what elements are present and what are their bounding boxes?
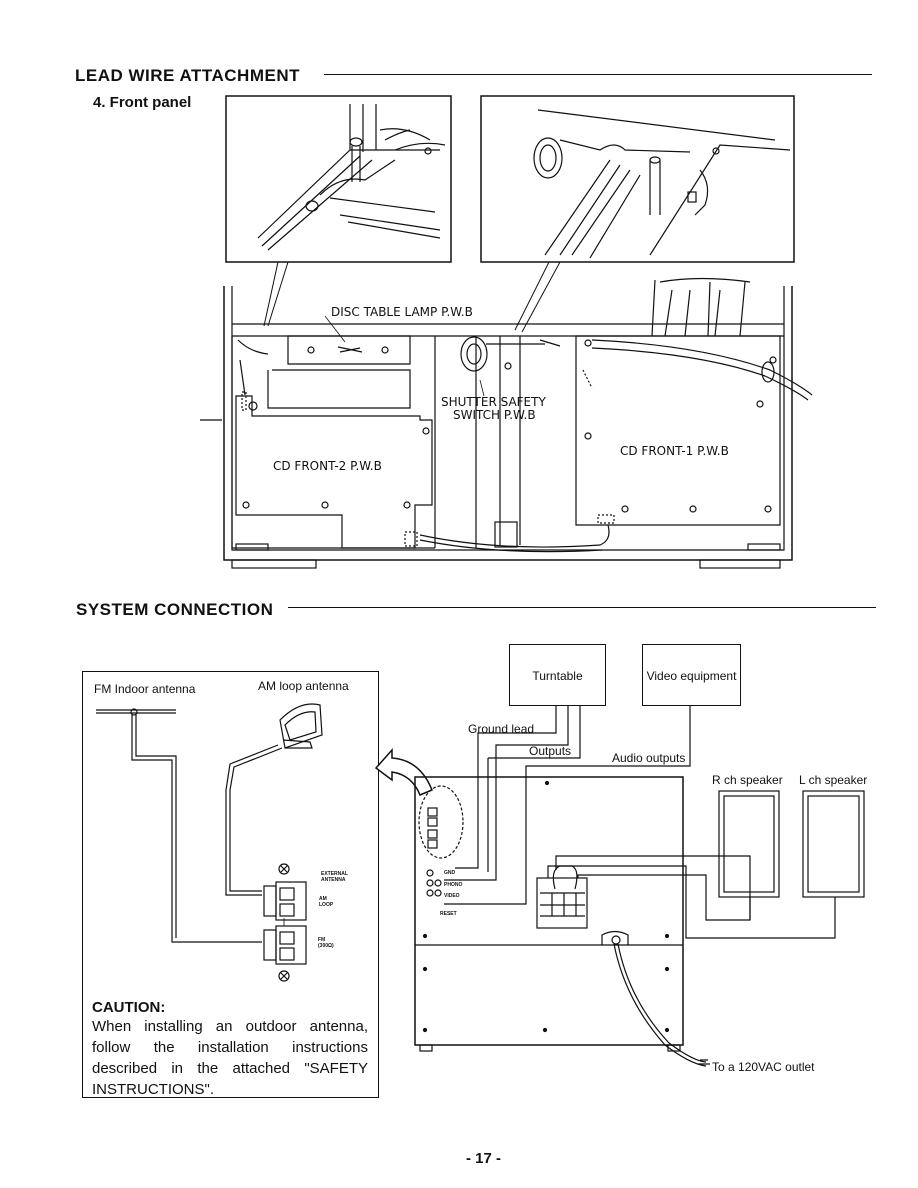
- video-jack-label: VIDEO: [444, 893, 460, 899]
- video-equipment-label: Video equipment: [646, 669, 737, 683]
- video-equipment-box: [642, 644, 741, 706]
- caution-text: When installing an outdoor antenna, foll…: [92, 1018, 368, 1098]
- am-loop-terminal-label: AM LOOP: [319, 896, 334, 908]
- cd-front1-label: CD FRONT-1 P.W.B: [620, 444, 729, 458]
- l-ch-speaker-label: L ch speaker: [799, 773, 868, 787]
- cd-front2-label: CD FRONT-2 P.W.B: [273, 459, 382, 473]
- system-connection-title-rule: [288, 607, 876, 608]
- external-antenna-label: EXTERNAL ANTENNA: [321, 871, 348, 883]
- r-ch-speaker-label: R ch speaker: [712, 773, 783, 787]
- phono-jack-label: PHONO: [444, 882, 463, 888]
- switch-pwb-label: SWITCH P.W.B: [453, 408, 536, 422]
- audio-outputs-label: Audio outputs: [612, 751, 686, 765]
- am-loop-antenna-label: AM loop antenna: [258, 679, 349, 693]
- reset-label: RESET: [440, 911, 457, 917]
- system-connection-title: SYSTEM CONNECTION: [76, 600, 274, 619]
- turntable-box: [509, 644, 606, 706]
- outputs-label: Outputs: [529, 744, 572, 758]
- fm-terminal-label: FM (300Ω): [318, 937, 334, 949]
- lead-wire-title: LEAD WIRE ATTACHMENT: [75, 66, 300, 85]
- lead-wire-title-rule: [324, 74, 872, 75]
- ground-lead-label: Ground lead: [468, 722, 535, 736]
- turntable-label: Turntable: [532, 669, 583, 683]
- disc-table-lamp-label: DISC TABLE LAMP P.W.B: [331, 305, 473, 319]
- ac-outlet-label: To a 120VAC outlet: [712, 1060, 815, 1074]
- page-number: - 17 -: [466, 1150, 502, 1167]
- caution-heading: CAUTION:: [92, 999, 166, 1016]
- shutter-safety-label: SHUTTER SAFETY: [441, 395, 546, 409]
- gnd-jack-label: GND: [444, 870, 456, 876]
- front-panel-subtitle: 4. Front panel: [93, 94, 192, 111]
- fm-indoor-antenna-label: FM Indoor antenna: [94, 682, 196, 696]
